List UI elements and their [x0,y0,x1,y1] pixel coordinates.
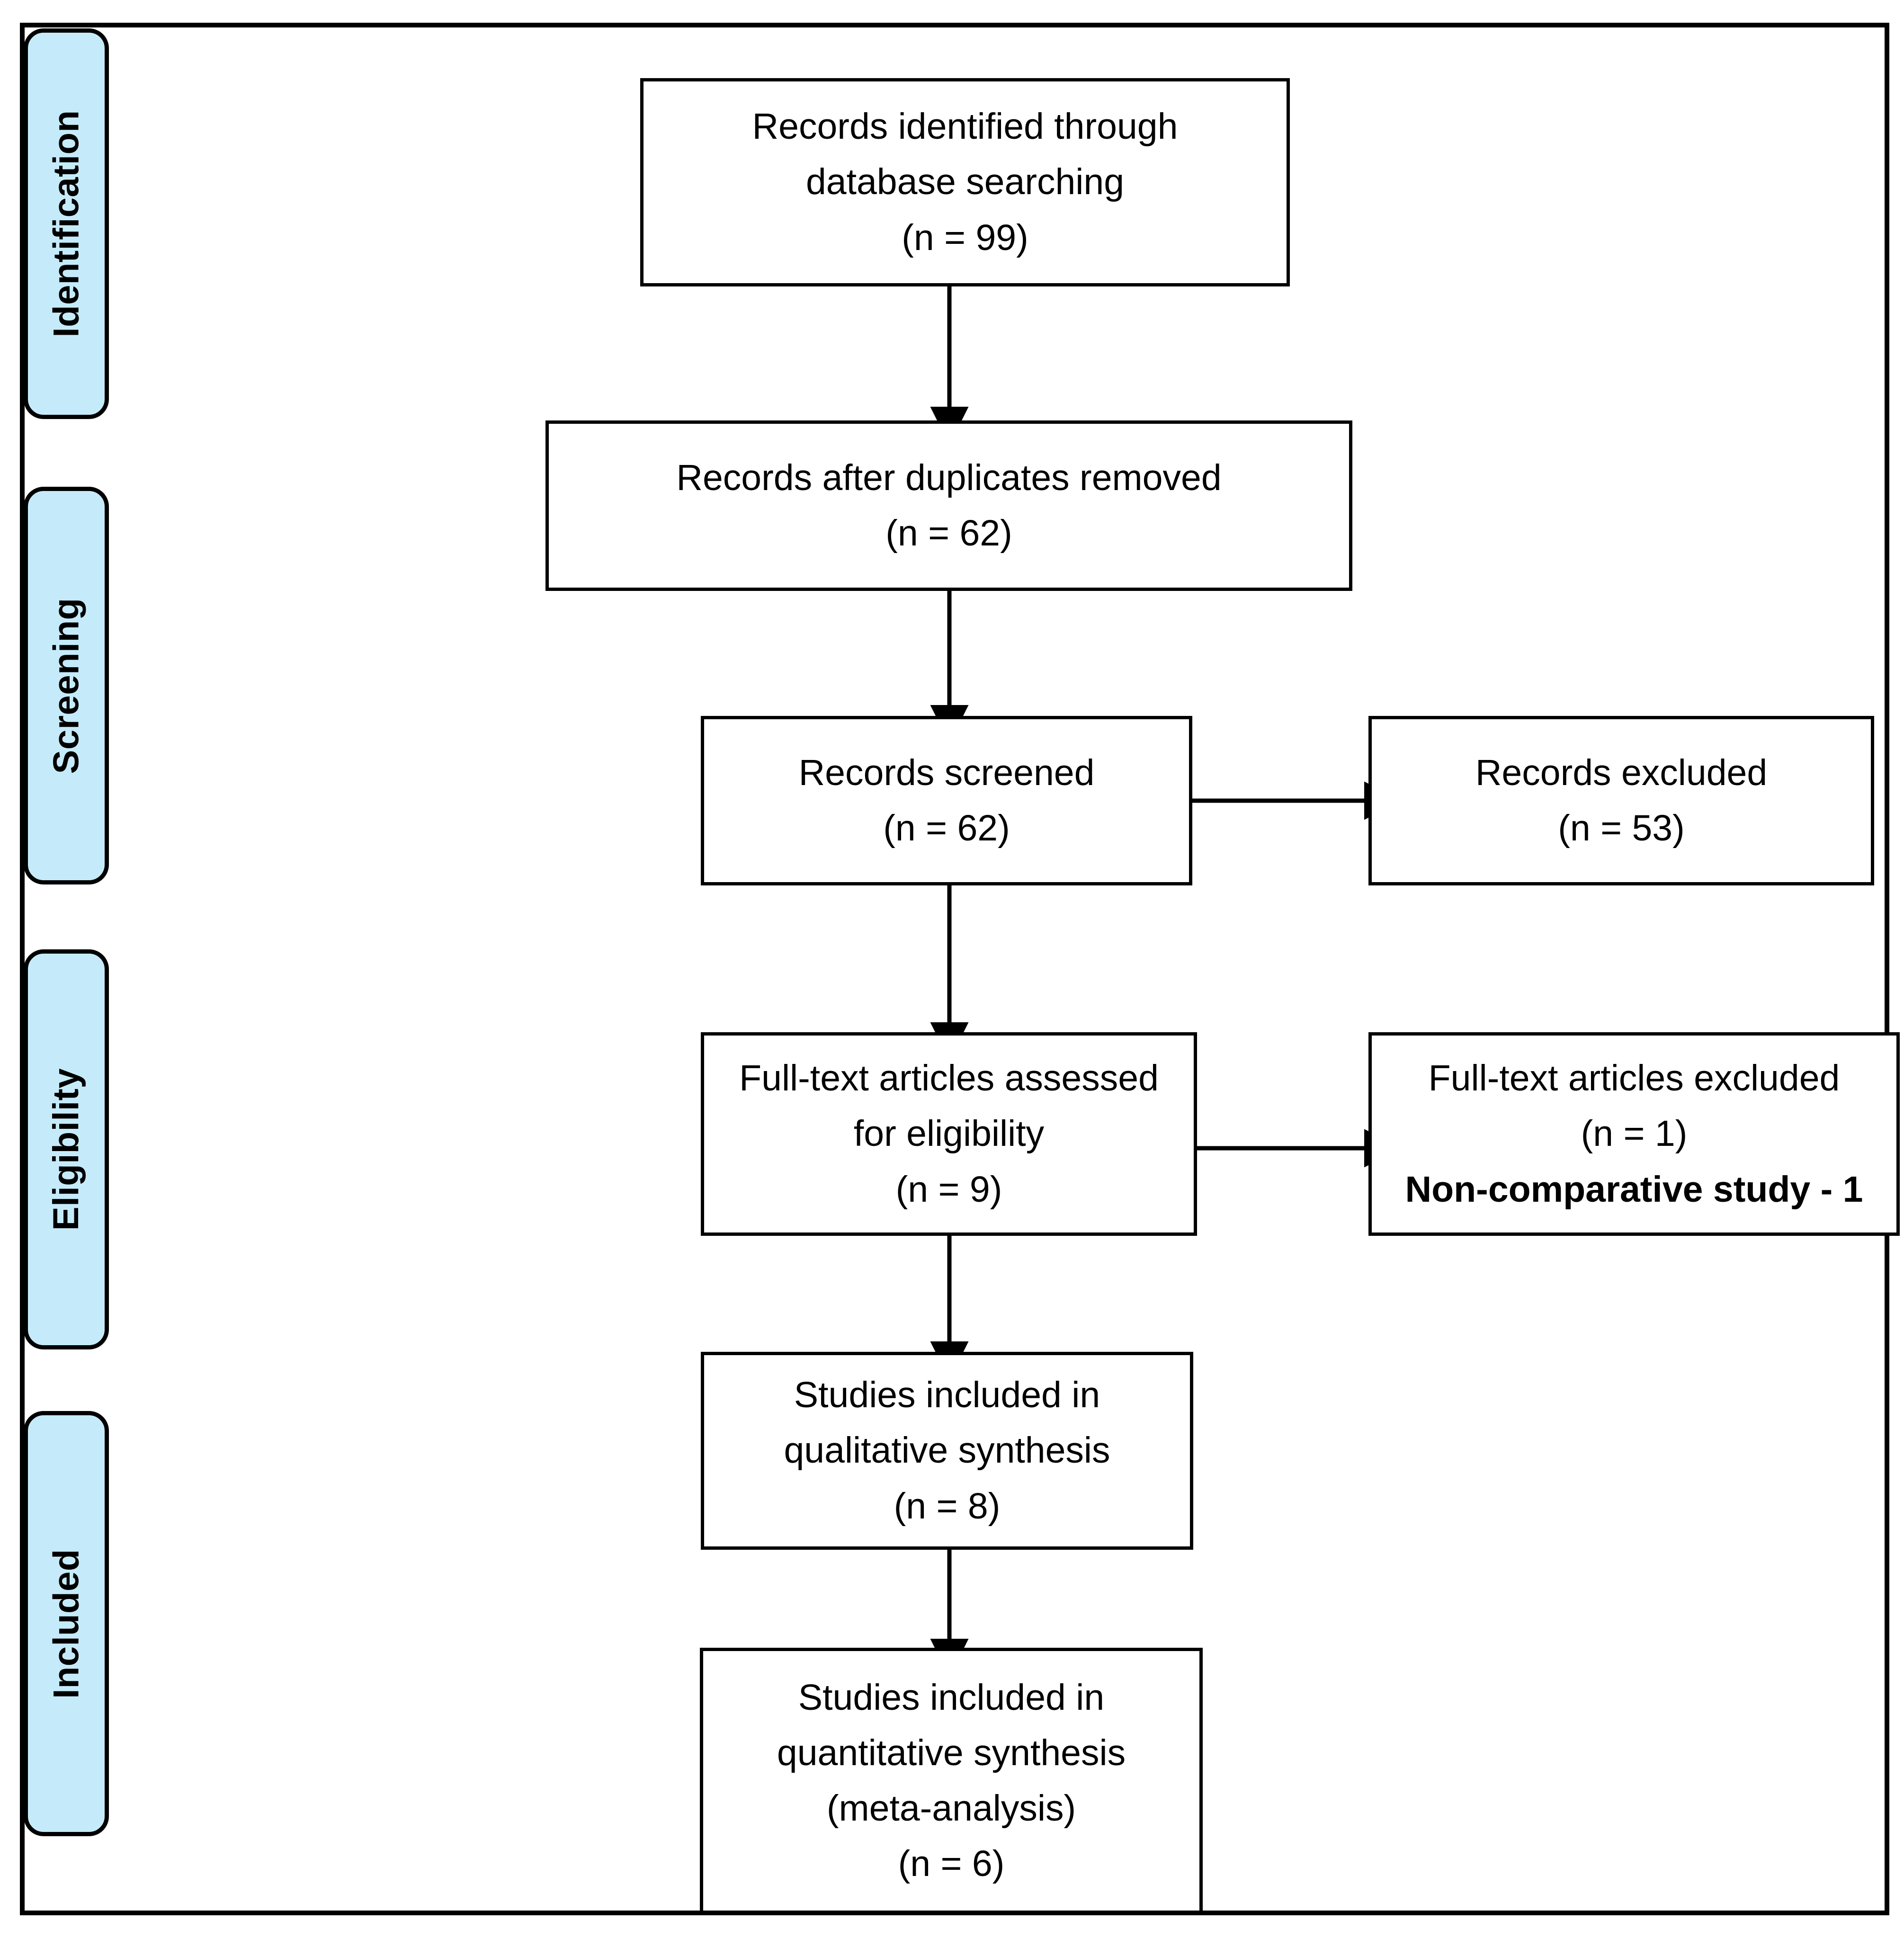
phase-label-screening: Screening [24,487,109,884]
box-records-identified-line-3: (n = 99) [902,217,1028,258]
box-records-after-duplicates-line-2: (n = 62) [885,513,1012,554]
box-records-identified-line-1: Records identified through [752,106,1178,147]
box-fulltext-excluded: Full-text articles excluded (n = 1) Non-… [1368,1032,1900,1236]
phase-label-eligibility-text: Eligibility [46,1068,87,1231]
box-records-screened-line-1: Records screened [798,752,1095,793]
box-records-screened-line-2: (n = 62) [883,808,1010,848]
box-records-excluded-line-1: Records excluded [1475,752,1768,793]
box-records-identified-line-2: database searching [805,161,1125,203]
box-qualitative-synthesis: Studies included in qualitative synthesi… [701,1352,1193,1550]
box-quantitative-synthesis: Studies included in quantitative synthes… [700,1648,1203,1914]
box-fulltext-excluded-reason: Non-comparative study - 1 [1405,1169,1863,1210]
box-records-after-duplicates: Records after duplicates removed (n = 62… [545,420,1352,591]
box-quantitative-synthesis-line-4: (n = 6) [898,1843,1005,1884]
phase-label-identification: Identification [24,28,109,419]
box-qualitative-synthesis-line-3: (n = 8) [894,1485,1001,1527]
box-qualitative-synthesis-line-1: Studies included in [794,1375,1100,1416]
box-fulltext-excluded-line-2: (n = 1) [1581,1113,1688,1154]
box-quantitative-synthesis-line-1: Studies included in [798,1677,1105,1718]
phase-label-included: Included [24,1411,109,1836]
figure-border [20,23,1889,1915]
box-records-after-duplicates-line-1: Records after duplicates removed [676,457,1222,498]
box-fulltext-excluded-line-1: Full-text articles excluded [1428,1058,1840,1099]
box-qualitative-synthesis-line-2: qualitative synthesis [784,1430,1110,1471]
box-records-identified: Records identified through database sear… [640,78,1290,286]
phase-label-identification-text: Identification [46,110,87,338]
box-quantitative-synthesis-line-2: quantitative synthesis [777,1732,1126,1773]
box-fulltext-assessed: Full-text articles assessed for eligibil… [701,1032,1197,1236]
box-fulltext-assessed-line-3: (n = 9) [895,1169,1002,1210]
phase-label-screening-text: Screening [46,598,87,774]
box-records-screened: Records screened (n = 62) [701,716,1192,885]
box-quantitative-synthesis-line-3: (meta-analysis) [826,1788,1076,1829]
box-fulltext-assessed-line-1: Full-text articles assessed [739,1058,1159,1099]
phase-label-included-text: Included [46,1548,87,1699]
box-records-excluded: Records excluded (n = 53) [1368,716,1874,885]
box-fulltext-assessed-line-2: for eligibility [853,1113,1045,1154]
phase-label-eligibility: Eligibility [24,949,109,1349]
box-records-excluded-line-2: (n = 53) [1558,808,1685,848]
